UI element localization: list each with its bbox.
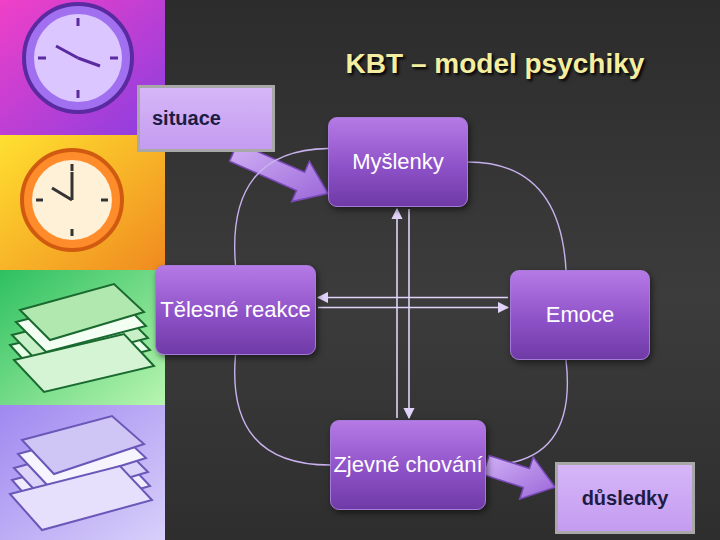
connector <box>397 209 409 418</box>
process-box: Emoce <box>510 270 650 360</box>
process-box: Zjevné chování <box>330 420 486 510</box>
cycle-arc <box>468 162 566 270</box>
connector <box>235 149 328 266</box>
slide-title: KBT – model psychiky <box>290 48 700 80</box>
arrow-line <box>396 209 398 418</box>
arrow-line <box>318 307 508 309</box>
connector <box>318 298 508 308</box>
process-box: důsledky <box>555 462 695 534</box>
process-box: Tělesné reakce <box>155 265 316 355</box>
arrow-line <box>318 297 508 299</box>
connector <box>486 360 567 465</box>
box-label: důsledky <box>582 487 669 510</box>
arrow-line <box>408 209 410 418</box>
box-label: situace <box>152 107 221 130</box>
block-arrow-shape <box>483 456 555 500</box>
connector <box>468 162 566 270</box>
box-label: Emoce <box>546 302 614 327</box>
block-arrow <box>483 456 555 500</box>
process-box: Myšlenky <box>328 117 468 207</box>
box-label: Zjevné chování <box>333 452 482 477</box>
process-box: situace <box>137 85 275 152</box>
cycle-arc <box>235 149 328 266</box>
box-label: Tělesné reakce <box>160 297 310 322</box>
connector <box>235 355 330 465</box>
cycle-arc <box>235 355 330 465</box>
cycle-arc <box>486 360 567 465</box>
box-label: Myšlenky <box>352 149 444 174</box>
